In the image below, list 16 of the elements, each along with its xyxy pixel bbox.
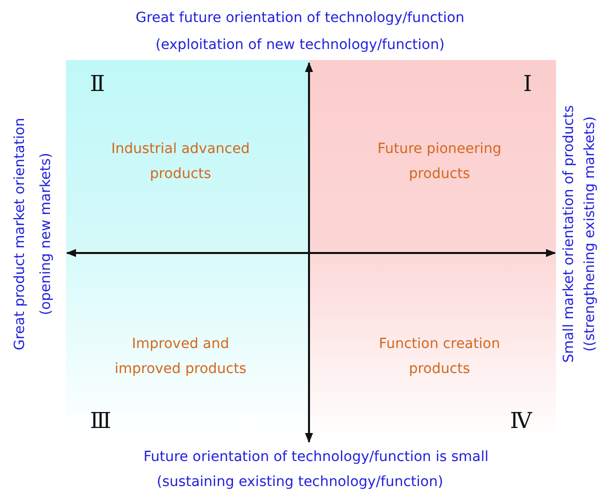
roman-numeral: Ⅰ (523, 74, 532, 96)
axis-label: Great future orientation of technology/function (134, 10, 466, 26)
quadrant-label: Function creation products (378, 335, 502, 379)
axis-label: (exploitation of new technology/function) (154, 37, 446, 53)
axis-label: Great product market orientation (12, 116, 28, 352)
axis-label: Future orientation of technology/function is small (142, 449, 490, 465)
axis-label: ((strengthening existing markets) (582, 115, 598, 354)
axis-label: (sustaining existing technology/function) (156, 474, 444, 490)
roman-numeral: Ⅲ (90, 411, 112, 433)
quadrant-label: Future pioneering products (376, 140, 502, 184)
quadrant-label: Industrial advanced products (110, 140, 251, 184)
roman-numeral: Ⅱ (90, 74, 105, 96)
axis-label: Small market orientation of products (561, 104, 577, 365)
roman-numeral: Ⅳ (510, 411, 532, 433)
quadrant-label: Improved and improved products (114, 335, 248, 379)
axis-label: (opening new markets) (38, 152, 54, 318)
